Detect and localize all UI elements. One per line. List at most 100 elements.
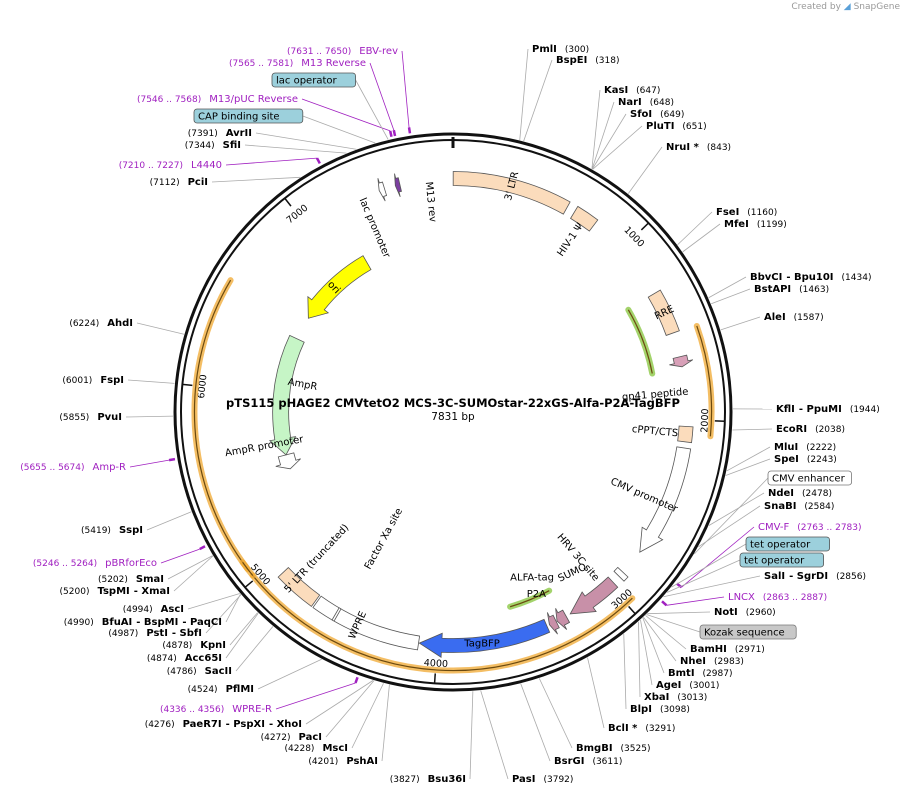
feature-sumo[interactable] bbox=[569, 576, 619, 615]
feature-hrv[interactable] bbox=[613, 566, 629, 582]
site-position: (6224) bbox=[69, 319, 99, 329]
primer-label[interactable]: LNCX(2863 .. 2887) bbox=[728, 592, 827, 603]
primer-mark bbox=[407, 127, 412, 134]
site-label[interactable]: NruI *(843) bbox=[666, 142, 731, 153]
site-label[interactable]: SalI- SgrDI(2856) bbox=[764, 571, 866, 582]
feature-box[interactable] bbox=[767, 470, 852, 486]
site-label[interactable]: (6224)AhdI bbox=[69, 318, 133, 329]
site-label[interactable]: PmlI(300) bbox=[532, 44, 589, 55]
feature-box[interactable] bbox=[699, 624, 797, 640]
site-label[interactable]: SfoI(649) bbox=[630, 109, 684, 120]
primer-leader bbox=[275, 682, 356, 710]
site-label[interactable]: BmgBI(3525) bbox=[576, 743, 650, 754]
site-label[interactable]: (4272)PacI bbox=[261, 732, 322, 743]
feature-lacprom[interactable] bbox=[377, 178, 388, 202]
feature-gp41[interactable] bbox=[669, 354, 694, 368]
feature-ltr5[interactable] bbox=[277, 566, 321, 607]
feature-box[interactable] bbox=[745, 536, 830, 552]
site-label[interactable]: KflI- PpuMI(1944) bbox=[776, 404, 880, 415]
primer-label[interactable]: (7631 .. 7650)EBV-rev bbox=[287, 46, 398, 57]
feature-ampr[interactable] bbox=[268, 334, 305, 456]
site-label[interactable]: BamHI(2971) bbox=[690, 644, 765, 655]
site-label[interactable]: (4228)MscI bbox=[285, 743, 349, 754]
site-position: (2971) bbox=[735, 645, 765, 655]
site-label[interactable]: AleI(1587) bbox=[764, 312, 824, 323]
site-label[interactable]: (7344)SfiI bbox=[185, 140, 241, 151]
feature-box[interactable] bbox=[193, 108, 304, 124]
site-label[interactable]: (4994)AscI bbox=[123, 604, 184, 615]
site-label[interactable]: NheI(2983) bbox=[680, 656, 744, 667]
primer-label[interactable]: (5246 .. 5264)pBRforEco bbox=[33, 558, 157, 569]
site-label[interactable]: (5202)SmaI bbox=[98, 574, 164, 585]
site-label[interactable]: (5200)TspMI- XmaI bbox=[60, 586, 170, 597]
site-label[interactable]: (4874)Acc65I bbox=[147, 653, 222, 664]
feature-hiv[interactable] bbox=[569, 205, 599, 232]
site-name: MscI bbox=[322, 743, 348, 754]
site-name: BmtI bbox=[668, 668, 695, 679]
primer-label[interactable]: (4336 .. 4356)WPRE-R bbox=[160, 704, 272, 715]
primer-label[interactable]: (7546 .. 7568)M13/pUC Reverse bbox=[137, 94, 298, 105]
feature-amprprom[interactable] bbox=[275, 452, 301, 470]
site-name: - XmaI bbox=[134, 586, 170, 597]
site-label[interactable]: NdeI(2478) bbox=[768, 488, 832, 499]
site-label[interactable]: (4987)PstI- SbfI bbox=[108, 628, 202, 639]
site-label[interactable]: (5855)PvuI bbox=[59, 412, 122, 423]
feature-box[interactable] bbox=[739, 552, 824, 568]
site-label[interactable]: (5419)SspI bbox=[81, 525, 143, 536]
site-label[interactable]: AgeI(3001) bbox=[656, 680, 719, 691]
site-label[interactable]: (4786)SacII bbox=[167, 666, 232, 677]
feature-tagbfp[interactable] bbox=[418, 618, 551, 658]
site-label[interactable]: (4276)PaeR7I- PspXI- XhoI bbox=[145, 719, 302, 730]
feature-box[interactable] bbox=[271, 72, 356, 88]
feature-rre[interactable] bbox=[647, 289, 680, 336]
primer-label[interactable]: (5655 .. 5674)Amp-R bbox=[20, 462, 126, 473]
primer-name: CMV-F bbox=[758, 522, 789, 533]
site-label[interactable]: BmtI (2987) bbox=[668, 668, 732, 679]
feature-alfa[interactable] bbox=[546, 612, 560, 635]
feature-p2a[interactable] bbox=[555, 608, 571, 630]
site-label[interactable]: (4990)BfuAI- BspMI- PaqCI bbox=[64, 617, 222, 628]
primer-label[interactable]: (7565 .. 7581)M13 Reverse bbox=[229, 58, 366, 69]
primer-label[interactable]: (7210 .. 7227)L4440 bbox=[119, 160, 222, 171]
site-label[interactable]: XbaI(3013) bbox=[644, 692, 707, 703]
site-label[interactable]: SnaBI(2584) bbox=[764, 501, 834, 512]
site-label[interactable]: BspEI(318) bbox=[556, 55, 620, 66]
site-name: AscI bbox=[161, 604, 184, 615]
feature-m13rev[interactable] bbox=[394, 173, 402, 198]
site-label[interactable]: BstAPI(1463) bbox=[754, 284, 829, 295]
site-label[interactable]: (4878)KpnI bbox=[162, 640, 226, 651]
site-label[interactable]: NarI(648) bbox=[618, 97, 674, 108]
site-label[interactable]: (4524)PflMI bbox=[188, 684, 254, 695]
site-label[interactable]: BbvCI- Bpu10I(1434) bbox=[750, 272, 871, 283]
site-label[interactable]: BclI *(3291) bbox=[608, 723, 675, 734]
site-leader bbox=[591, 89, 601, 169]
site-label[interactable]: PasI(3792) bbox=[512, 774, 573, 785]
site-label[interactable]: MfeI(1199) bbox=[724, 219, 787, 230]
site-label[interactable]: NotI(2960) bbox=[714, 607, 776, 618]
site-label[interactable]: (3827)Bsu36I bbox=[390, 774, 466, 785]
site-label[interactable]: EcoRI(2038) bbox=[776, 424, 845, 435]
primer-label[interactable]: CMV-F(2763 .. 2783) bbox=[758, 522, 862, 533]
site-label[interactable]: MluI(2222) bbox=[774, 442, 836, 453]
site-position: (2987) bbox=[703, 669, 733, 679]
site-label[interactable]: FseI(1160) bbox=[716, 207, 777, 218]
site-label[interactable]: KasI(647) bbox=[604, 85, 660, 96]
site-label[interactable]: SpeI(2243) bbox=[774, 454, 837, 465]
feature-label-factorxa: Factor Xa site bbox=[363, 507, 405, 572]
feature-ori[interactable] bbox=[307, 255, 372, 319]
primer-mark bbox=[354, 676, 359, 684]
site-label[interactable]: PluTI(651) bbox=[646, 121, 707, 132]
site-label[interactable]: (6001)FspI bbox=[62, 375, 124, 386]
site-position: (3098) bbox=[660, 705, 690, 715]
feature-cppt[interactable] bbox=[677, 425, 694, 444]
feature-ltr3[interactable] bbox=[452, 171, 571, 215]
site-label[interactable]: (7391)AvrII bbox=[188, 128, 252, 139]
site-label[interactable]: (4201)PshAI bbox=[308, 756, 378, 767]
feature-factorxa[interactable] bbox=[331, 607, 342, 622]
feature-cmv[interactable] bbox=[639, 446, 692, 553]
site-label[interactable]: (7112)PciI bbox=[150, 177, 208, 188]
feature-label-m13rev: M13 rev bbox=[423, 181, 438, 223]
site-label[interactable]: BlpI(3098) bbox=[630, 704, 690, 715]
primer-name: L4440 bbox=[191, 160, 222, 171]
site-label[interactable]: BsrGI(3611) bbox=[554, 756, 622, 767]
